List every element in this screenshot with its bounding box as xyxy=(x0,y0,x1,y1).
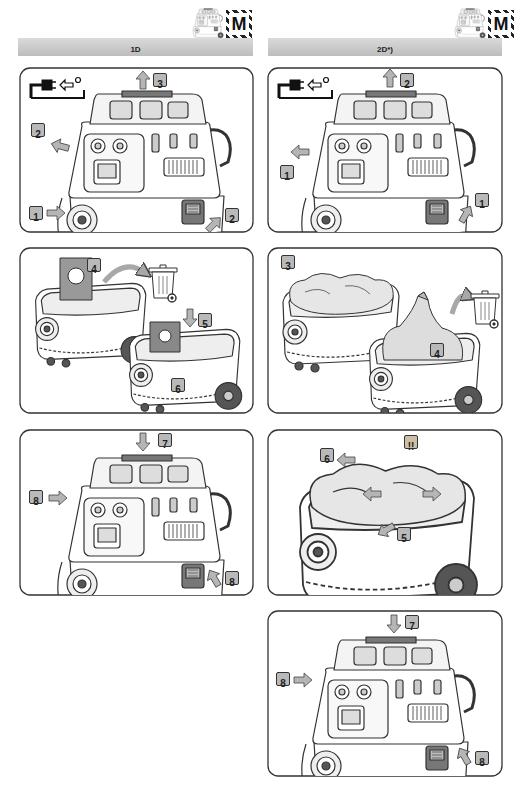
callout-box: 2 xyxy=(31,123,45,137)
mode-badge: M xyxy=(226,10,252,38)
callout-box: 7 xyxy=(405,615,419,629)
callout-number: 5 xyxy=(202,319,208,330)
callout-number: 4 xyxy=(434,349,440,360)
callout-box: 8 xyxy=(276,672,290,686)
callout-number: 2 xyxy=(404,79,410,90)
callout-number: !! xyxy=(408,441,415,452)
callout-number: 2 xyxy=(229,214,235,225)
callout-box: 8 xyxy=(475,751,489,765)
callout-number: 3 xyxy=(285,261,291,272)
section-title: 2D*) xyxy=(377,45,393,54)
callout-box: 4 xyxy=(87,258,101,272)
callout-number: 1 xyxy=(479,199,485,210)
callout-box: 1 xyxy=(475,193,489,207)
callout-number: 3 xyxy=(157,79,163,90)
callout-box: 6 xyxy=(320,448,334,462)
callout-number: 8 xyxy=(229,577,235,588)
callout-box: 1 xyxy=(29,206,43,220)
callout-number: 1 xyxy=(33,212,39,223)
callout-number: 6 xyxy=(175,384,181,395)
callout-number: 7 xyxy=(409,621,415,632)
callout-box: 4 xyxy=(430,343,444,357)
callout-box: 1 xyxy=(280,165,294,179)
callout-box: 8 xyxy=(225,571,239,585)
section-header: 2D*) xyxy=(268,38,502,56)
callout-box: 8 xyxy=(29,490,43,504)
callout-number: 6 xyxy=(324,454,330,465)
callout-number: 5 xyxy=(401,533,407,544)
callout-box: 5 xyxy=(198,313,212,327)
mode-badge: M xyxy=(488,10,514,38)
badge-letter: M xyxy=(491,13,511,35)
callout-number: 2 xyxy=(35,129,41,140)
badge-letter: M xyxy=(229,13,249,35)
callout-box: 7 xyxy=(158,433,172,447)
callout-box: 5 xyxy=(397,527,411,541)
callout-number: 8 xyxy=(33,496,39,507)
section-header: 1D xyxy=(18,38,253,56)
callout-number: 8 xyxy=(479,757,485,768)
section-title: 1D xyxy=(130,45,140,54)
callout-number: 8 xyxy=(280,678,286,689)
callout-box: 3 xyxy=(153,73,167,87)
callout-box: !! xyxy=(404,435,418,449)
callout-box: 3 xyxy=(281,255,295,269)
callout-box: 2 xyxy=(225,208,239,222)
callout-number: 7 xyxy=(162,439,168,450)
callout-box: 6 xyxy=(171,378,185,392)
callout-number: 4 xyxy=(91,264,97,275)
callout-number: 1 xyxy=(284,171,290,182)
callout-box: 2 xyxy=(400,73,414,87)
